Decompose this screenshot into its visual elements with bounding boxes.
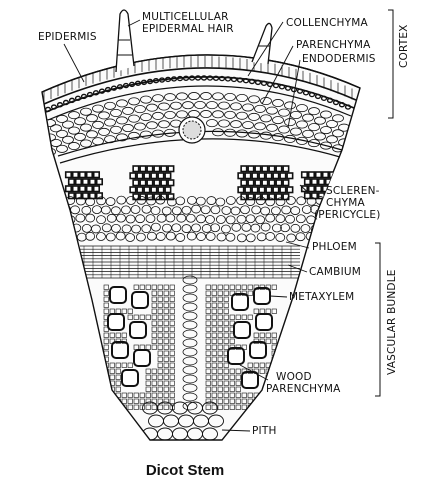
label-endodermis: ENDODERMIS [302,53,376,65]
collenchyma-layer [43,67,357,105]
resin-duct [178,116,206,144]
figure-caption: Dicot Stem [145,462,225,479]
label-wood-1: WOOD [276,371,312,383]
label-sclerenchyma-1: SCLEREN- [326,185,380,197]
epidermis-layer [41,54,361,93]
label-parenchyma: PARENCHYMA [296,39,371,51]
label-sclerenchyma-3: (PERICYCLE) [314,209,381,221]
cortex-bracket [388,9,394,119]
label-vascular-bundle: VASCULAR BUNDLE [386,269,398,375]
label-collenchyma: COLLENCHYMA [286,17,368,29]
label-leaders [63,19,313,432]
label-hair-1: MULTICELLULAR [142,11,229,23]
vascular-bundle-bracket [375,242,381,397]
label-metaxylem: METAXYLEM [289,291,354,303]
label-cortex: CORTEX [398,24,410,68]
label-hair-2: EPIDERMAL HAIR [142,23,234,35]
label-epidermis: EPIDERMIS [38,31,97,43]
epidermal-hair-right [251,22,273,65]
label-pith: PITH [252,425,277,437]
label-sclerenchyma-2: CHYMA [326,197,366,209]
label-phloem: PHLOEM [312,241,357,253]
epidermal-hair-left [115,9,135,73]
label-cambium: CAMBIUM [309,266,361,278]
label-wood-2: PARENCHYMA [266,383,341,395]
